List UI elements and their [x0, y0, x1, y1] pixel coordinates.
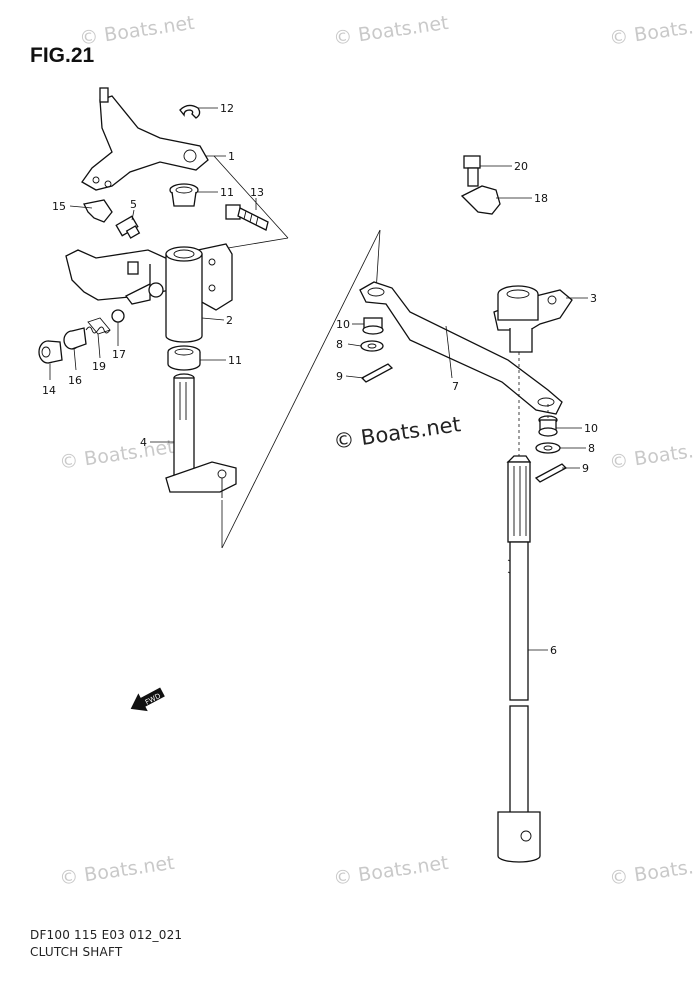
callout-17: 17 [112, 348, 126, 361]
callout-4: 4 [140, 436, 147, 449]
plain-washer-right [535, 442, 561, 454]
link-rod [359, 281, 563, 415]
callout-11-top: 11 [220, 186, 234, 199]
callout-15: 15 [52, 200, 66, 213]
clamp [460, 185, 501, 215]
callout-20: 20 [514, 160, 528, 173]
cotter-pin-left [360, 363, 394, 383]
callout-8-left: 8 [336, 338, 343, 351]
callout-9-left: 9 [336, 370, 343, 383]
seal [63, 327, 87, 350]
callout-12: 12 [220, 102, 234, 115]
clutch-arm-housing [65, 243, 233, 343]
callout-7: 7 [452, 380, 459, 393]
leader-lines [49, 107, 588, 651]
bushing-top [169, 183, 199, 207]
cotter-pin-right [534, 463, 568, 483]
callout-8-right: 8 [588, 442, 595, 455]
callout-14: 14 [42, 384, 56, 397]
plain-washer-left [360, 340, 384, 352]
figure-title: FIG.21 [30, 44, 95, 67]
e-ring [179, 104, 201, 119]
shift-shaft [497, 455, 541, 863]
clutch-rod [165, 373, 237, 498]
washer-top-left [362, 317, 384, 335]
fwd-arrow-icon: FWD [130, 687, 165, 712]
callout-2: 2 [226, 314, 233, 327]
bushing-lower [167, 345, 201, 371]
projection-lines [213, 155, 381, 549]
callout-19: 19 [92, 360, 106, 373]
bolt [225, 204, 269, 231]
callout-11-lower: 11 [228, 354, 242, 367]
callout-10-left: 10 [336, 318, 350, 331]
plug-bolt [38, 340, 63, 364]
clutch-lever-plate [81, 87, 209, 191]
callout-5: 5 [130, 198, 137, 211]
callout-6: 6 [550, 644, 557, 657]
fwd-label: FWD [144, 692, 162, 707]
small-bolt [463, 155, 481, 187]
diagram-name: CLUTCH SHAFT [30, 945, 123, 959]
callout-9-right: 9 [582, 462, 589, 475]
callout-18: 18 [534, 192, 548, 205]
grease-nipple [115, 215, 141, 239]
diagram-code: DF100 115 E03 012_021 [30, 928, 183, 942]
callout-16: 16 [68, 374, 82, 387]
callout-numbers: 12 1 11 13 15 5 2 11 14 16 19 17 4 20 18… [42, 102, 598, 657]
washer-right [538, 415, 558, 437]
callout-3: 3 [590, 292, 597, 305]
clutch-lever [493, 285, 573, 353]
ball [111, 309, 125, 323]
callout-10-right: 10 [584, 422, 598, 435]
callout-13: 13 [250, 186, 264, 199]
clip [83, 199, 113, 223]
callout-1: 1 [228, 150, 235, 163]
spring [85, 317, 111, 335]
